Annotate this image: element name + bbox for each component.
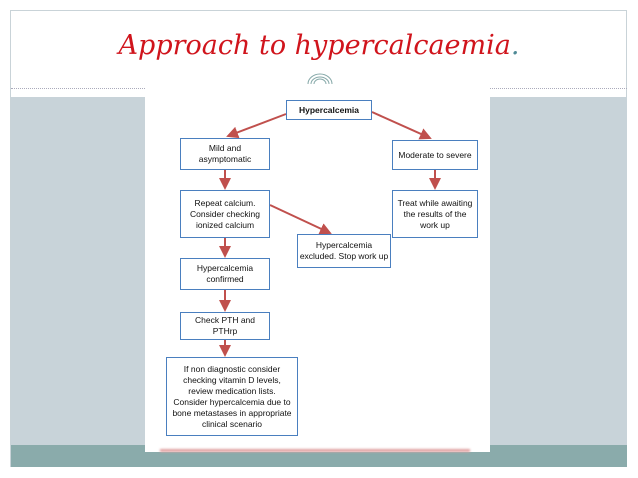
box-check-pth: Check PTH and PTHrp xyxy=(180,312,270,340)
arrow-repeat-excluded xyxy=(269,204,332,235)
box-mild: Mild and asymptomatic xyxy=(180,138,270,170)
slide-title: Approach to hypercalcaemia. xyxy=(0,30,638,61)
box-repeat-calcium: Repeat calcium. Consider checking ionize… xyxy=(180,190,270,238)
box-excluded: Hypercalcemia excluded. Stop work up xyxy=(297,234,391,268)
title-period: . xyxy=(510,30,520,61)
arrow-root-mild xyxy=(226,113,287,139)
box-hypercalcemia: Hypercalcemia xyxy=(286,100,372,120)
arrow-root-moderate xyxy=(371,111,432,140)
box-confirmed: Hypercalcemia confirmed xyxy=(180,258,270,290)
figure-caption-cropped xyxy=(160,449,470,452)
box-moderate: Moderate to severe xyxy=(392,140,478,170)
box-non-diagnostic: If non diagnostic consider checking vita… xyxy=(166,357,298,436)
box-treat: Treat while awaiting the results of the … xyxy=(392,190,478,238)
title-text: Approach to hypercalcaemia xyxy=(118,30,511,61)
arc-ornament-icon xyxy=(307,73,333,85)
